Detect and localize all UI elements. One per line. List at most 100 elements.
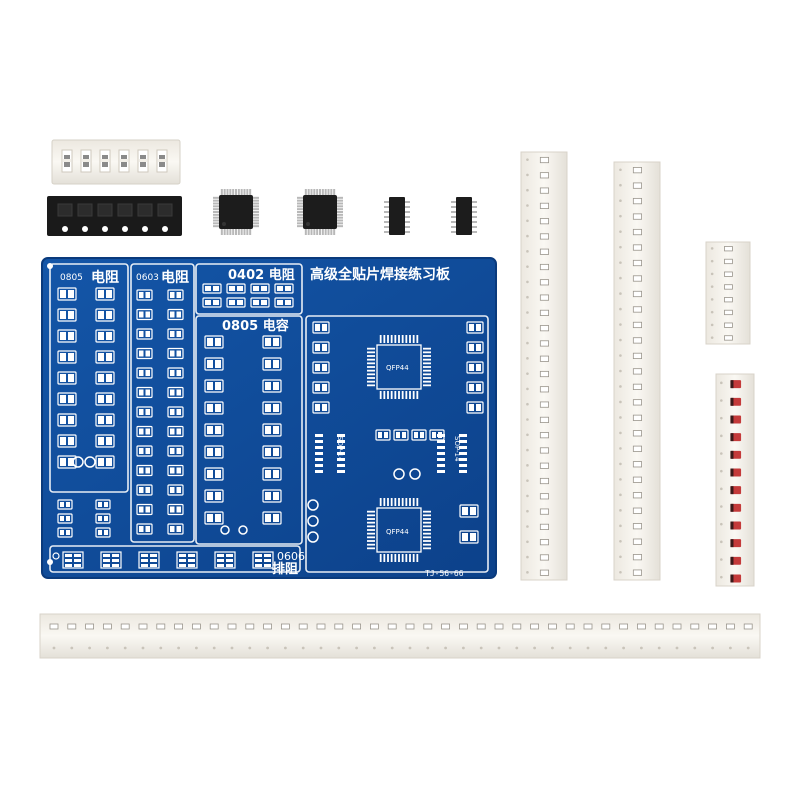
solder-pad (264, 564, 271, 567)
solder-pad (176, 467, 181, 474)
sprocket-hole (526, 311, 529, 314)
solder-pad (476, 364, 481, 371)
solder-pad (459, 458, 467, 461)
pad-outline (136, 425, 153, 438)
sprocket-hole (710, 272, 714, 276)
solder-pad (145, 370, 150, 376)
solder-pad (315, 464, 323, 467)
pad-outline (204, 511, 224, 525)
chip-pin (307, 229, 310, 235)
solder-pad (394, 554, 397, 562)
solder-pad (139, 487, 144, 493)
sprocket-hole (462, 646, 465, 650)
solder-pad (217, 554, 224, 557)
tape-pocket (632, 259, 643, 267)
sprocket-hole (159, 646, 163, 650)
pad-outline (136, 367, 153, 379)
solder-pad (66, 516, 70, 521)
resistor-body (139, 159, 147, 162)
resistor-tape-strip-white (51, 139, 181, 185)
sprocket-hole (102, 226, 108, 232)
solder-pad (315, 452, 323, 455)
chip-pin (324, 229, 327, 235)
chip-pin (384, 226, 389, 228)
tape-pocket (209, 623, 219, 630)
solder-pad (414, 432, 418, 438)
solder-pad (337, 446, 345, 449)
tape-pocket (423, 623, 433, 630)
solder-pad (207, 470, 213, 478)
tape-pocket (632, 383, 643, 390)
pad-outline (95, 371, 115, 385)
chip-pin (249, 189, 252, 195)
tape-pocket (539, 172, 550, 179)
tape-body (715, 373, 755, 587)
pad-outline (136, 347, 153, 360)
chip-pin (316, 189, 319, 195)
solder-pad (337, 458, 345, 461)
solder-pad (60, 458, 66, 466)
sprocket-hole (526, 295, 529, 299)
array-outline (100, 551, 122, 569)
solder-pad (273, 404, 279, 412)
chip-body (456, 197, 472, 235)
pad-outline (95, 413, 115, 427)
chip-pin (243, 189, 246, 195)
chip-pin (337, 202, 343, 205)
sprocket-hole (526, 372, 529, 375)
chip-body (303, 195, 337, 229)
solder-pad (367, 540, 375, 542)
pcb-board: 0805 电阻 0603 电阻 0402 电阻 高级全贴片焊接练习板 0805 … (41, 257, 497, 579)
solder-pad (459, 440, 467, 443)
tape-pocket (539, 340, 550, 347)
chip-pin (223, 189, 226, 195)
tape-pocket (632, 167, 643, 174)
solder-pad (322, 324, 327, 331)
solder-pad (176, 389, 181, 396)
solder-pad (337, 470, 345, 473)
chip-pin (313, 189, 316, 195)
sprocket-hole (710, 259, 714, 263)
solder-pad (145, 448, 150, 454)
chip-pin (220, 229, 223, 235)
sprocket-hole (720, 540, 723, 544)
tape-pocket (85, 623, 94, 630)
sprocket-hole (720, 558, 723, 561)
solder-pad (322, 364, 327, 371)
solder-pad (237, 286, 243, 291)
chip-pin (472, 216, 477, 218)
pad-outline (262, 357, 282, 371)
solder-pad (273, 360, 279, 368)
sprocket-hole (408, 646, 412, 650)
pad-outline (262, 379, 282, 393)
tape-pocket (539, 401, 550, 408)
pad-outline (204, 467, 224, 481)
solder-pad (215, 514, 221, 522)
chip-pin (297, 208, 303, 211)
array-outline (138, 551, 160, 569)
tape-pocket (724, 297, 733, 303)
tape-pocket (405, 623, 415, 630)
chip-pin (337, 213, 343, 216)
tape-pocket (458, 623, 468, 630)
solder-pad (103, 564, 110, 567)
pad-outline (167, 386, 184, 399)
chip-pin (253, 219, 259, 222)
solder-pad (104, 502, 108, 507)
pad-outline (262, 335, 282, 349)
sprocket-hole (622, 646, 625, 650)
solder-pad (106, 311, 112, 319)
solder-pad (423, 351, 431, 354)
solder-pad (469, 344, 474, 351)
sprocket-hole (142, 226, 148, 232)
solder-pad (409, 335, 411, 343)
pad-outline (466, 361, 484, 374)
array-outline (176, 551, 198, 569)
tape-pocket (539, 202, 550, 209)
pad-outline (95, 287, 115, 301)
chip-pin (321, 189, 324, 195)
tape-pocket (672, 623, 682, 630)
sprocket-hole (619, 307, 622, 311)
tape-pocket (298, 623, 308, 630)
pad-outline (204, 401, 224, 415)
